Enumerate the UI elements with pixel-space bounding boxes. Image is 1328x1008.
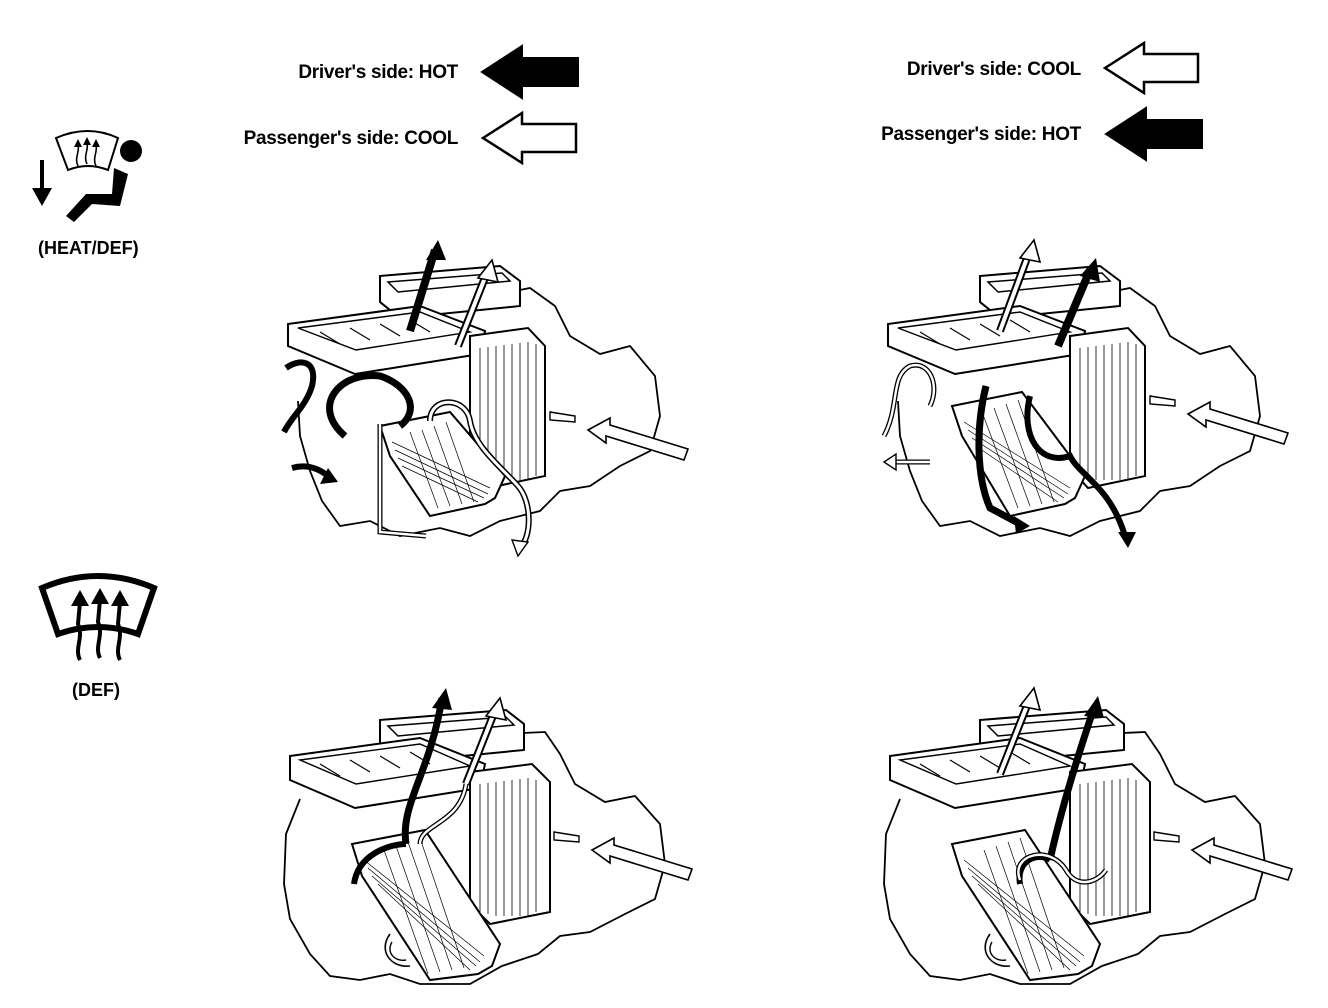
hot-arrow-icon bbox=[480, 44, 579, 100]
defrost-mode-icon bbox=[38, 573, 158, 661]
legend-left-passenger-label: Passenger's side: COOL bbox=[243, 128, 459, 149]
legend-right-passenger-label: Passenger's side: HOT bbox=[881, 124, 1081, 145]
heater-unit-diagram-heat-def-driver-hot bbox=[281, 240, 690, 558]
legend-right-driver-label: Driver's side: COOL bbox=[906, 59, 1081, 80]
mode-caption-def: (DEF) bbox=[72, 680, 120, 700]
heater-unit-diagram-def-driver-hot bbox=[283, 688, 694, 985]
mode-caption-heat-def: (HEAT/DEF) bbox=[38, 238, 139, 258]
cool-arrow-icon bbox=[480, 110, 578, 166]
heat-def-mode-icon bbox=[32, 130, 142, 222]
cool-arrow-icon bbox=[1102, 40, 1200, 96]
heater-unit-diagram-heat-def-passenger-hot bbox=[881, 238, 1290, 548]
heater-unit-diagram-def-passenger-hot bbox=[883, 686, 1294, 985]
hot-arrow-icon bbox=[1104, 106, 1203, 162]
legend-left-driver-label: Driver's side: HOT bbox=[298, 62, 458, 83]
